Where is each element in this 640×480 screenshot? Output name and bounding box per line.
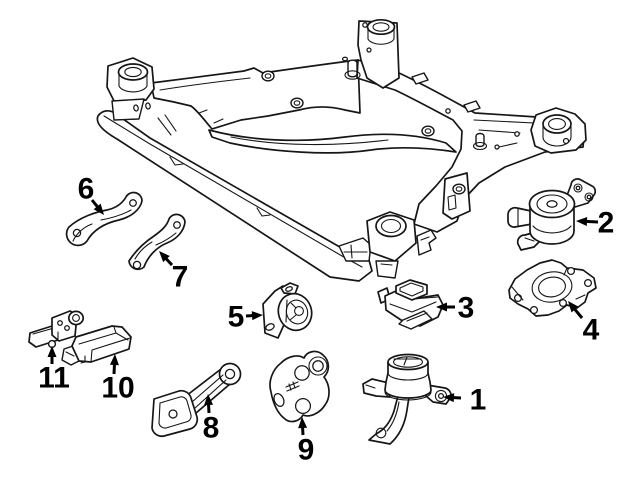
part-3-mount-bracket [377,279,444,330]
callout-7[interactable]: 7 [159,251,188,294]
subframe-bushing-top [341,18,400,89]
part-number-label-4[interactable]: 4 [583,314,600,347]
callout-arrow-head [443,393,455,403]
part-number-label-9[interactable]: 9 [298,434,315,467]
callout-arrow-head [93,203,104,215]
part-1-engine-mount [362,353,452,445]
part-4-mount-plate [508,259,597,317]
callout-arrow-shaft [584,219,599,224]
callout-arrow-head [47,346,57,357]
part-2-engine-mount-round [507,178,597,251]
callout-4[interactable]: 4 [568,301,600,347]
callout-arrow-head [576,217,588,226]
callout-8[interactable]: 8 [203,394,220,445]
part-5-transmission-mount [262,282,313,339]
part-number-label-5[interactable]: 5 [228,301,245,334]
callout-10[interactable]: 10 [101,354,135,405]
callout-arrow-head [298,417,308,429]
part-8-torque-strut-mount [151,362,242,438]
callout-9[interactable]: 9 [298,417,315,467]
callout-arrow-head [251,311,263,321]
part-number-label-11[interactable]: 11 [38,362,70,395]
subframe-bolt-bosses [261,70,520,195]
callout-3[interactable]: 3 [436,292,474,325]
callout-arrow-head [109,354,119,366]
part-9-mount-bracket [269,350,330,423]
part-number-label-7[interactable]: 7 [172,261,189,294]
callout-6[interactable]: 6 [78,173,104,216]
callout-arrow-head [568,301,579,313]
subframe-bushing-front-left [106,57,177,136]
part-number-label-10[interactable]: 10 [101,372,134,405]
subframe-crossmember [96,18,587,282]
callout-11[interactable]: 11 [38,346,70,395]
part-number-label-8[interactable]: 8 [203,412,220,445]
part-11-bracket-small [28,310,85,349]
part-number-label-6[interactable]: 6 [78,173,95,206]
callout-arrow-shaft [572,306,584,319]
part-7-torque-strut-link-lower [128,213,186,271]
part-number-label-3[interactable]: 3 [458,292,475,325]
callout-2[interactable]: 2 [576,207,614,240]
part-6-torque-strut-link-upper [65,191,143,247]
part-number-label-2[interactable]: 2 [598,207,615,240]
callout-arrow-head [159,251,170,263]
part-number-label-1[interactable]: 1 [470,384,487,417]
callout-5[interactable]: 5 [228,301,263,334]
callout-1[interactable]: 1 [443,384,486,417]
callout-arrow-head [436,302,447,312]
subframe-bushing-right [530,107,587,154]
subframe-bushing-bottom [338,211,437,279]
part-10-damper-block [61,325,132,366]
callout-arrow-head [204,394,214,406]
callout-layer: 1 2 3 4 5 6 7 8 9 10 11 [38,173,614,467]
